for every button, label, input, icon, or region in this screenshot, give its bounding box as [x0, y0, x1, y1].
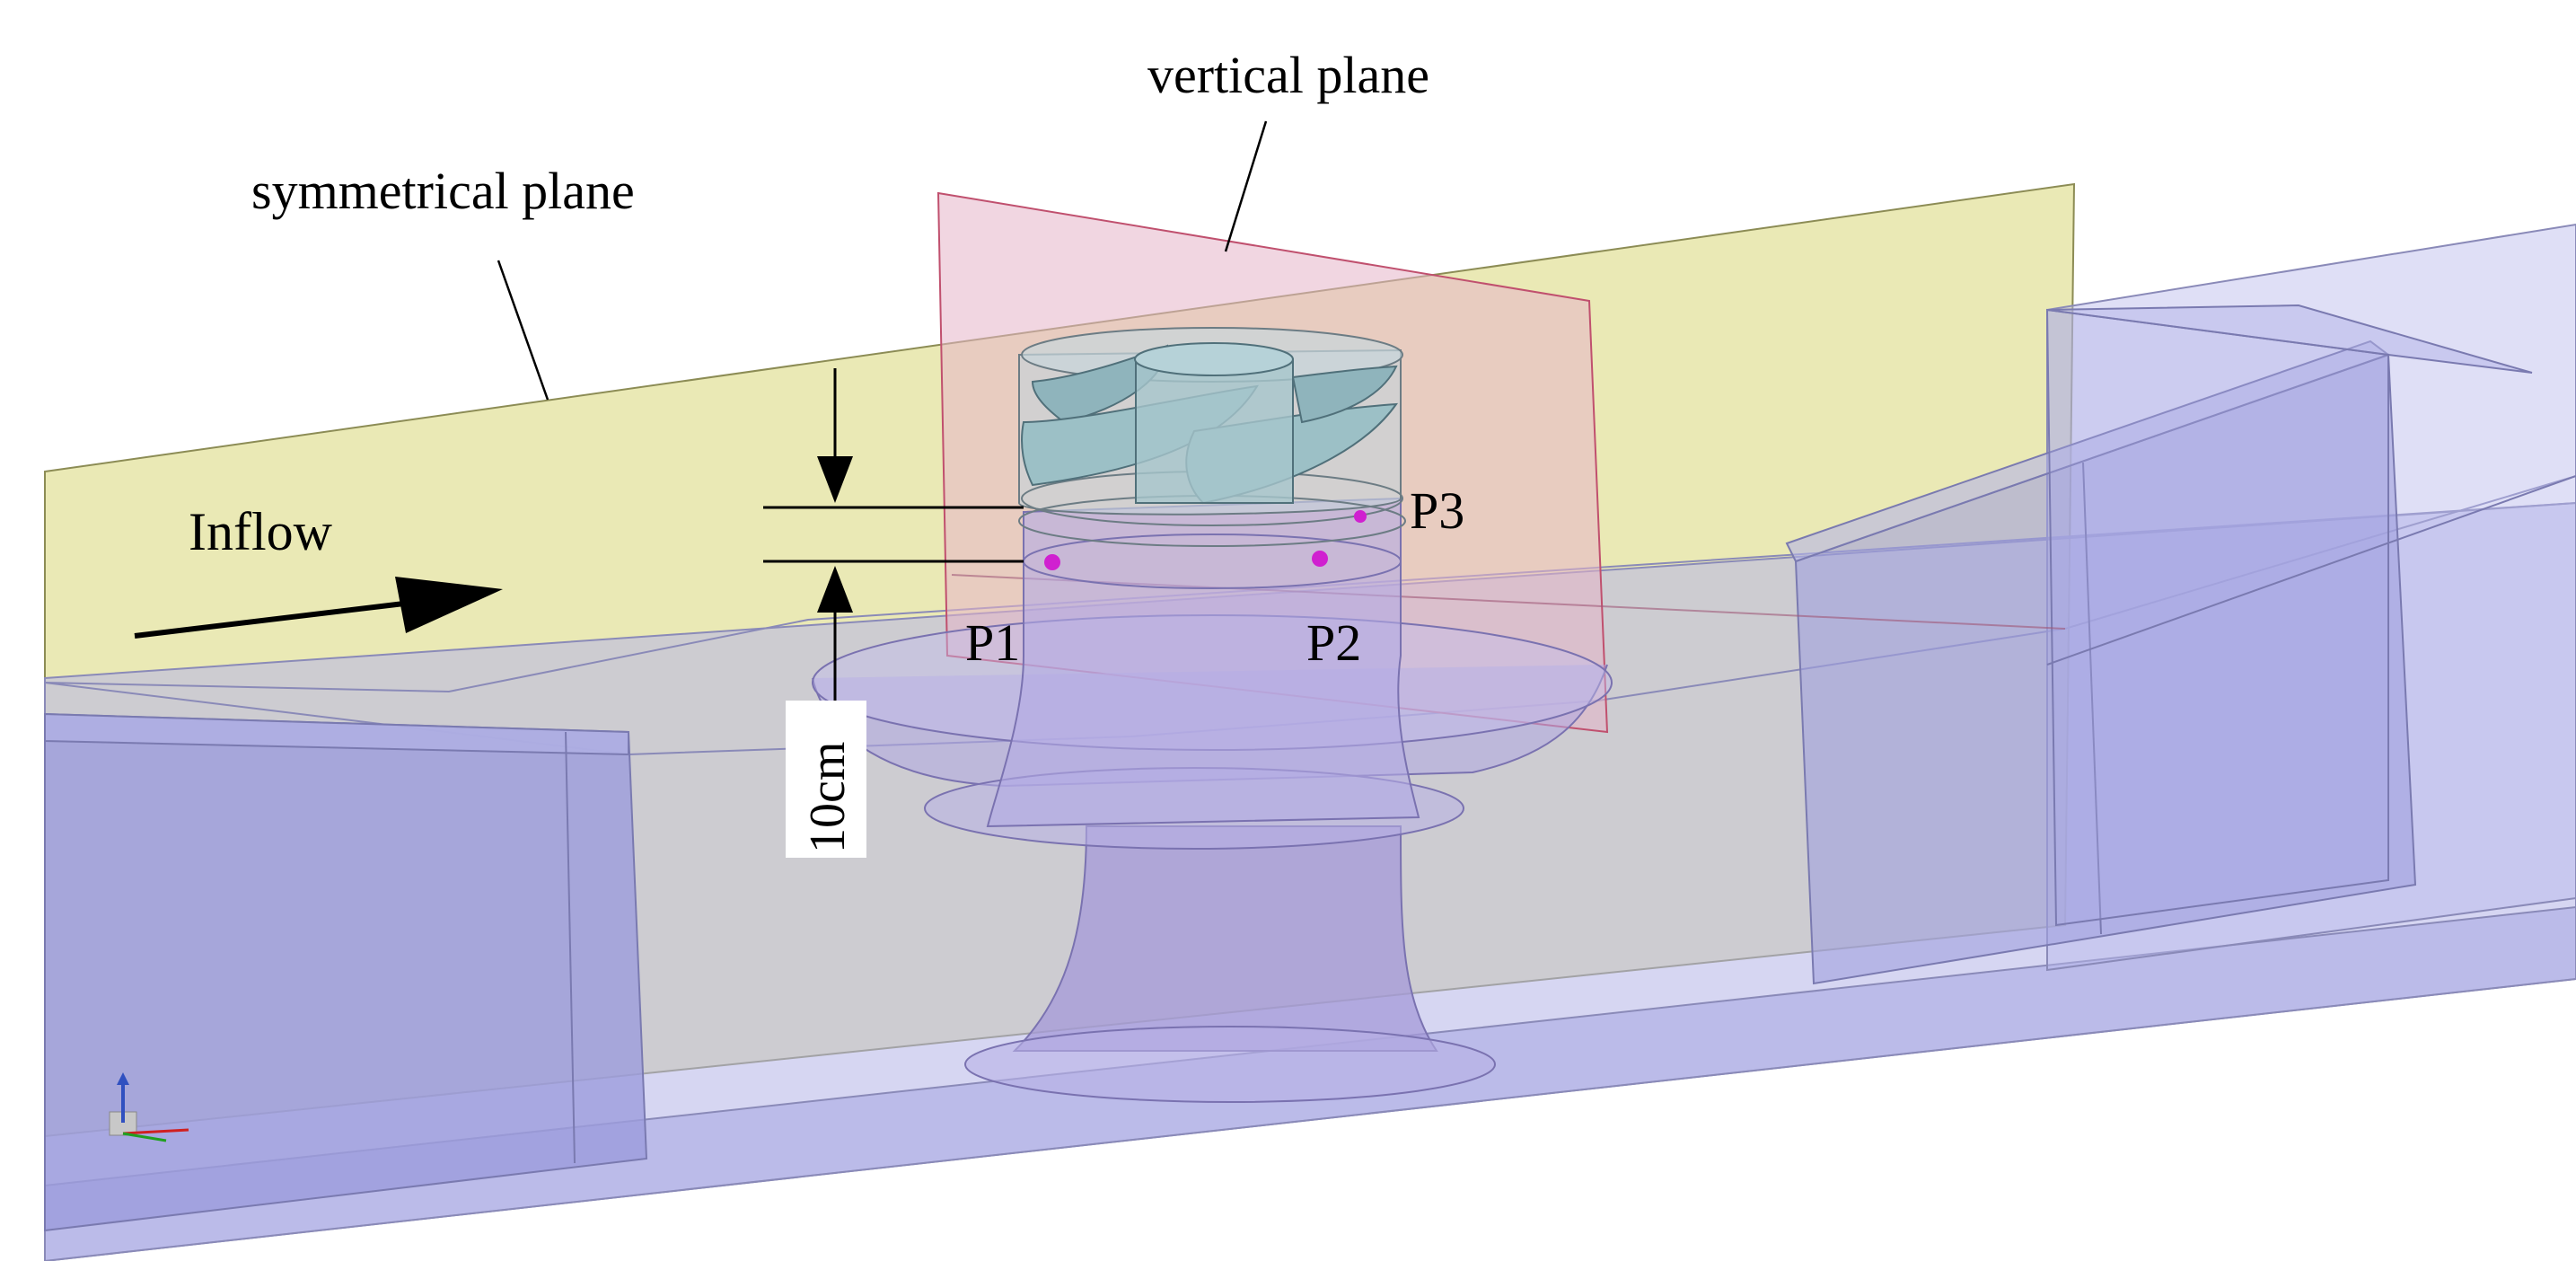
- symmetrical-plane-leader: [497, 260, 549, 401]
- probe-point-p2: [1312, 551, 1328, 567]
- right-wall-blocks: [1785, 304, 2576, 985]
- vertical-plane-leader: [1224, 120, 1268, 252]
- dimension-label: 10cm: [800, 742, 856, 853]
- p1-label: P1: [965, 613, 1020, 672]
- probe-point-p1: [1044, 554, 1060, 570]
- inflow-arrow: [134, 577, 503, 639]
- axis-triad-icon: [109, 1072, 189, 1142]
- symmetrical-plane-label: symmetrical plane: [251, 162, 635, 220]
- probe-point-p3: [1354, 510, 1367, 523]
- left-wall-block: [44, 712, 648, 1232]
- vertical-plane-label: vertical plane: [1147, 46, 1429, 104]
- pump-assembly: [812, 327, 1613, 1103]
- p2-label: P2: [1306, 613, 1361, 672]
- inflow-label: Inflow: [189, 502, 333, 561]
- p3-label: P3: [1410, 481, 1464, 540]
- runner-blades: [1021, 342, 1399, 505]
- dimension-annotation: [763, 368, 1024, 858]
